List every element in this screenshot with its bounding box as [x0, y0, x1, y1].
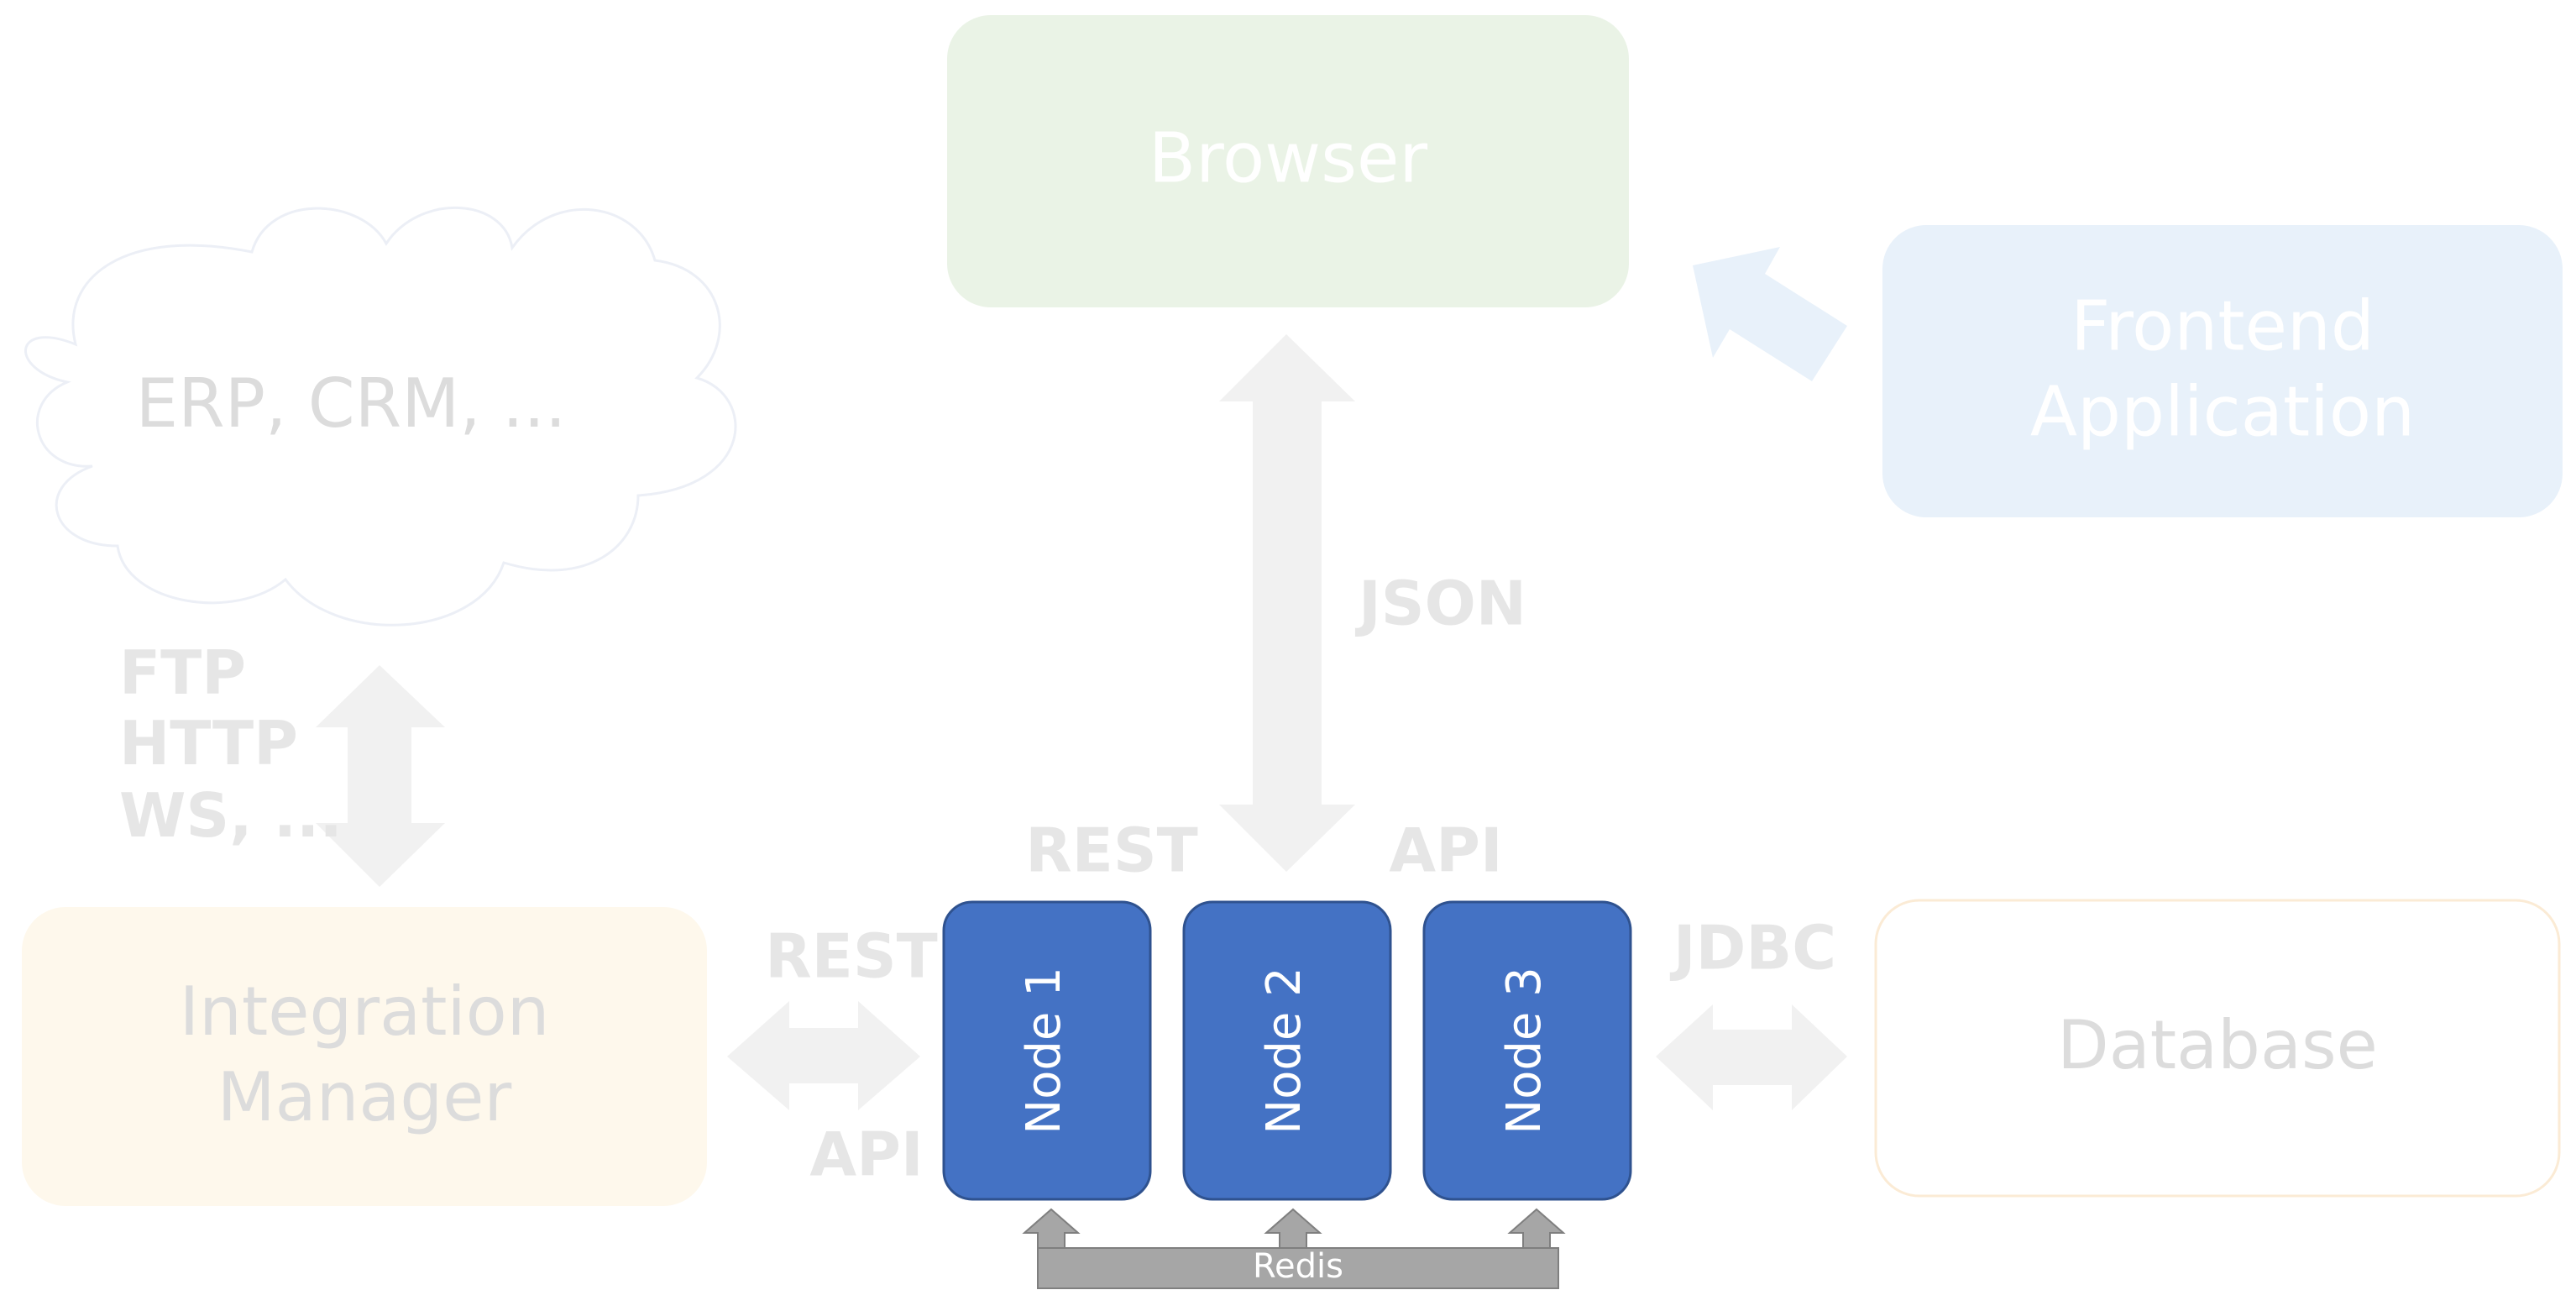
redis-arrow-node-1	[1022, 1208, 1081, 1249]
redis-rect	[1037, 1247, 1559, 1289]
label-api-left: API	[809, 1120, 923, 1190]
redis-label: Redis	[1253, 1247, 1343, 1286]
browser-label: Browser	[1149, 118, 1428, 198]
node-2-label: Node 2	[1257, 967, 1312, 1135]
database-box: Database	[1874, 899, 2561, 1198]
label-rest-top: REST	[1025, 815, 1198, 886]
node-3-rect	[1422, 900, 1632, 1201]
node-1-rect	[942, 900, 1152, 1201]
browser-nodes-arrow	[1219, 334, 1355, 872]
node-1-label: Node 1	[1017, 967, 1071, 1135]
node-2: Node 2	[1182, 900, 1392, 1201]
redis-arrow-node-2	[1264, 1208, 1322, 1249]
label-api-top: API	[1389, 815, 1502, 886]
node-3-label: Node 3	[1497, 967, 1552, 1135]
label-ws: WS, ...	[119, 780, 343, 851]
cloud-label: ERP, CRM, ...	[136, 364, 567, 443]
label-ftp: FTP	[119, 637, 246, 708]
browser-box: Browser	[947, 15, 1629, 307]
integration-rect	[22, 907, 707, 1206]
label-rest-left: REST	[765, 921, 938, 992]
redis-arrow-node-3	[1507, 1208, 1566, 1249]
database-rect	[1874, 899, 2561, 1198]
label-jdbc: JDBC	[1669, 913, 1836, 983]
database-label: Database	[2057, 1006, 2378, 1084]
label-json: JSON	[1354, 569, 1526, 639]
cloud-shape	[24, 207, 737, 627]
frontend-label-line2: Application	[2030, 372, 2415, 452]
nodes-database-arrow	[1656, 1004, 1847, 1110]
node-1: Node 1	[942, 900, 1152, 1201]
frontend-to-browser-arrow	[1693, 247, 1847, 381]
cloud-integration-arrow	[316, 665, 445, 887]
frontend-label-line1: Frontend	[2071, 286, 2374, 366]
integration-label-line2: Manager	[217, 1058, 512, 1136]
label-http: HTTP	[119, 708, 298, 779]
integration-manager-box: Integration Manager	[22, 907, 707, 1206]
integration-nodes-arrow	[727, 1001, 920, 1110]
node-3: Node 3	[1422, 900, 1632, 1201]
browser-rect	[947, 15, 1629, 307]
frontend-rect	[1882, 225, 2563, 517]
node-2-rect	[1182, 900, 1392, 1201]
frontend-application-box: Frontend Application	[1882, 225, 2563, 517]
erp-crm-cloud: ERP, CRM, ...	[24, 207, 737, 627]
redis-bar: Redis	[1037, 1247, 1559, 1289]
integration-label-line1: Integration	[180, 973, 550, 1051]
